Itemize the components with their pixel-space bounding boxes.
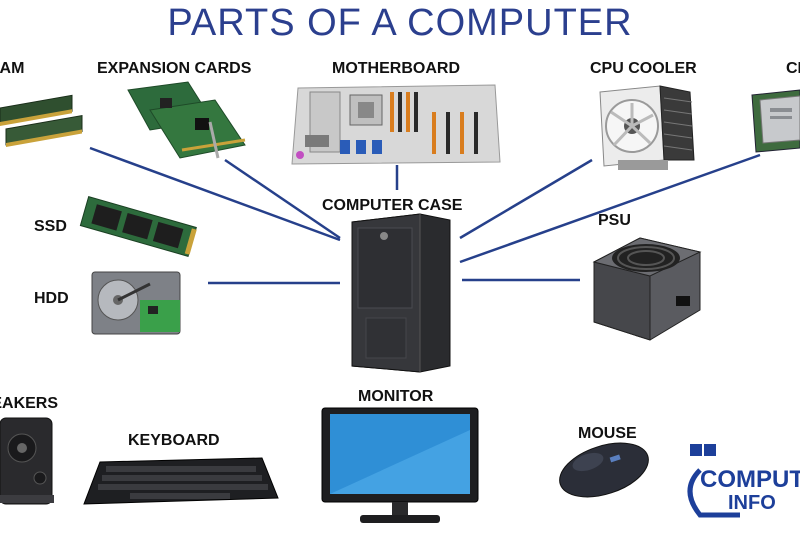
- connector-expansion: [224, 158, 341, 240]
- label-mouse: MOUSE: [578, 425, 637, 442]
- label-ram: RAM: [0, 60, 25, 77]
- label-keyboard: KEYBOARD: [128, 432, 220, 449]
- label-hdd: HDD: [34, 290, 69, 307]
- label-monitor: MONITOR: [358, 388, 434, 405]
- label-psu: PSU: [598, 212, 631, 229]
- connector-ram: [89, 146, 341, 242]
- label-expansion-cards: EXPANSION CARDS: [97, 60, 252, 77]
- connector-cpu-cooler: [459, 158, 593, 240]
- label-speakers: SPEAKERS: [0, 395, 59, 412]
- connector-cpu: [459, 153, 761, 264]
- label-cpu: CPU: [786, 60, 800, 77]
- page-title: PARTS OF A COMPUTER: [167, 2, 633, 44]
- logo-text-line1: COMPUTER: [700, 466, 800, 493]
- logo-text-line2: INFO: [728, 492, 776, 514]
- label-computer-case: COMPUTER CASE: [322, 197, 463, 214]
- label-ssd: SSD: [34, 218, 67, 235]
- label-motherboard: MOTHERBOARD: [332, 60, 460, 77]
- label-cpu-cooler: CPU COOLER: [590, 60, 697, 77]
